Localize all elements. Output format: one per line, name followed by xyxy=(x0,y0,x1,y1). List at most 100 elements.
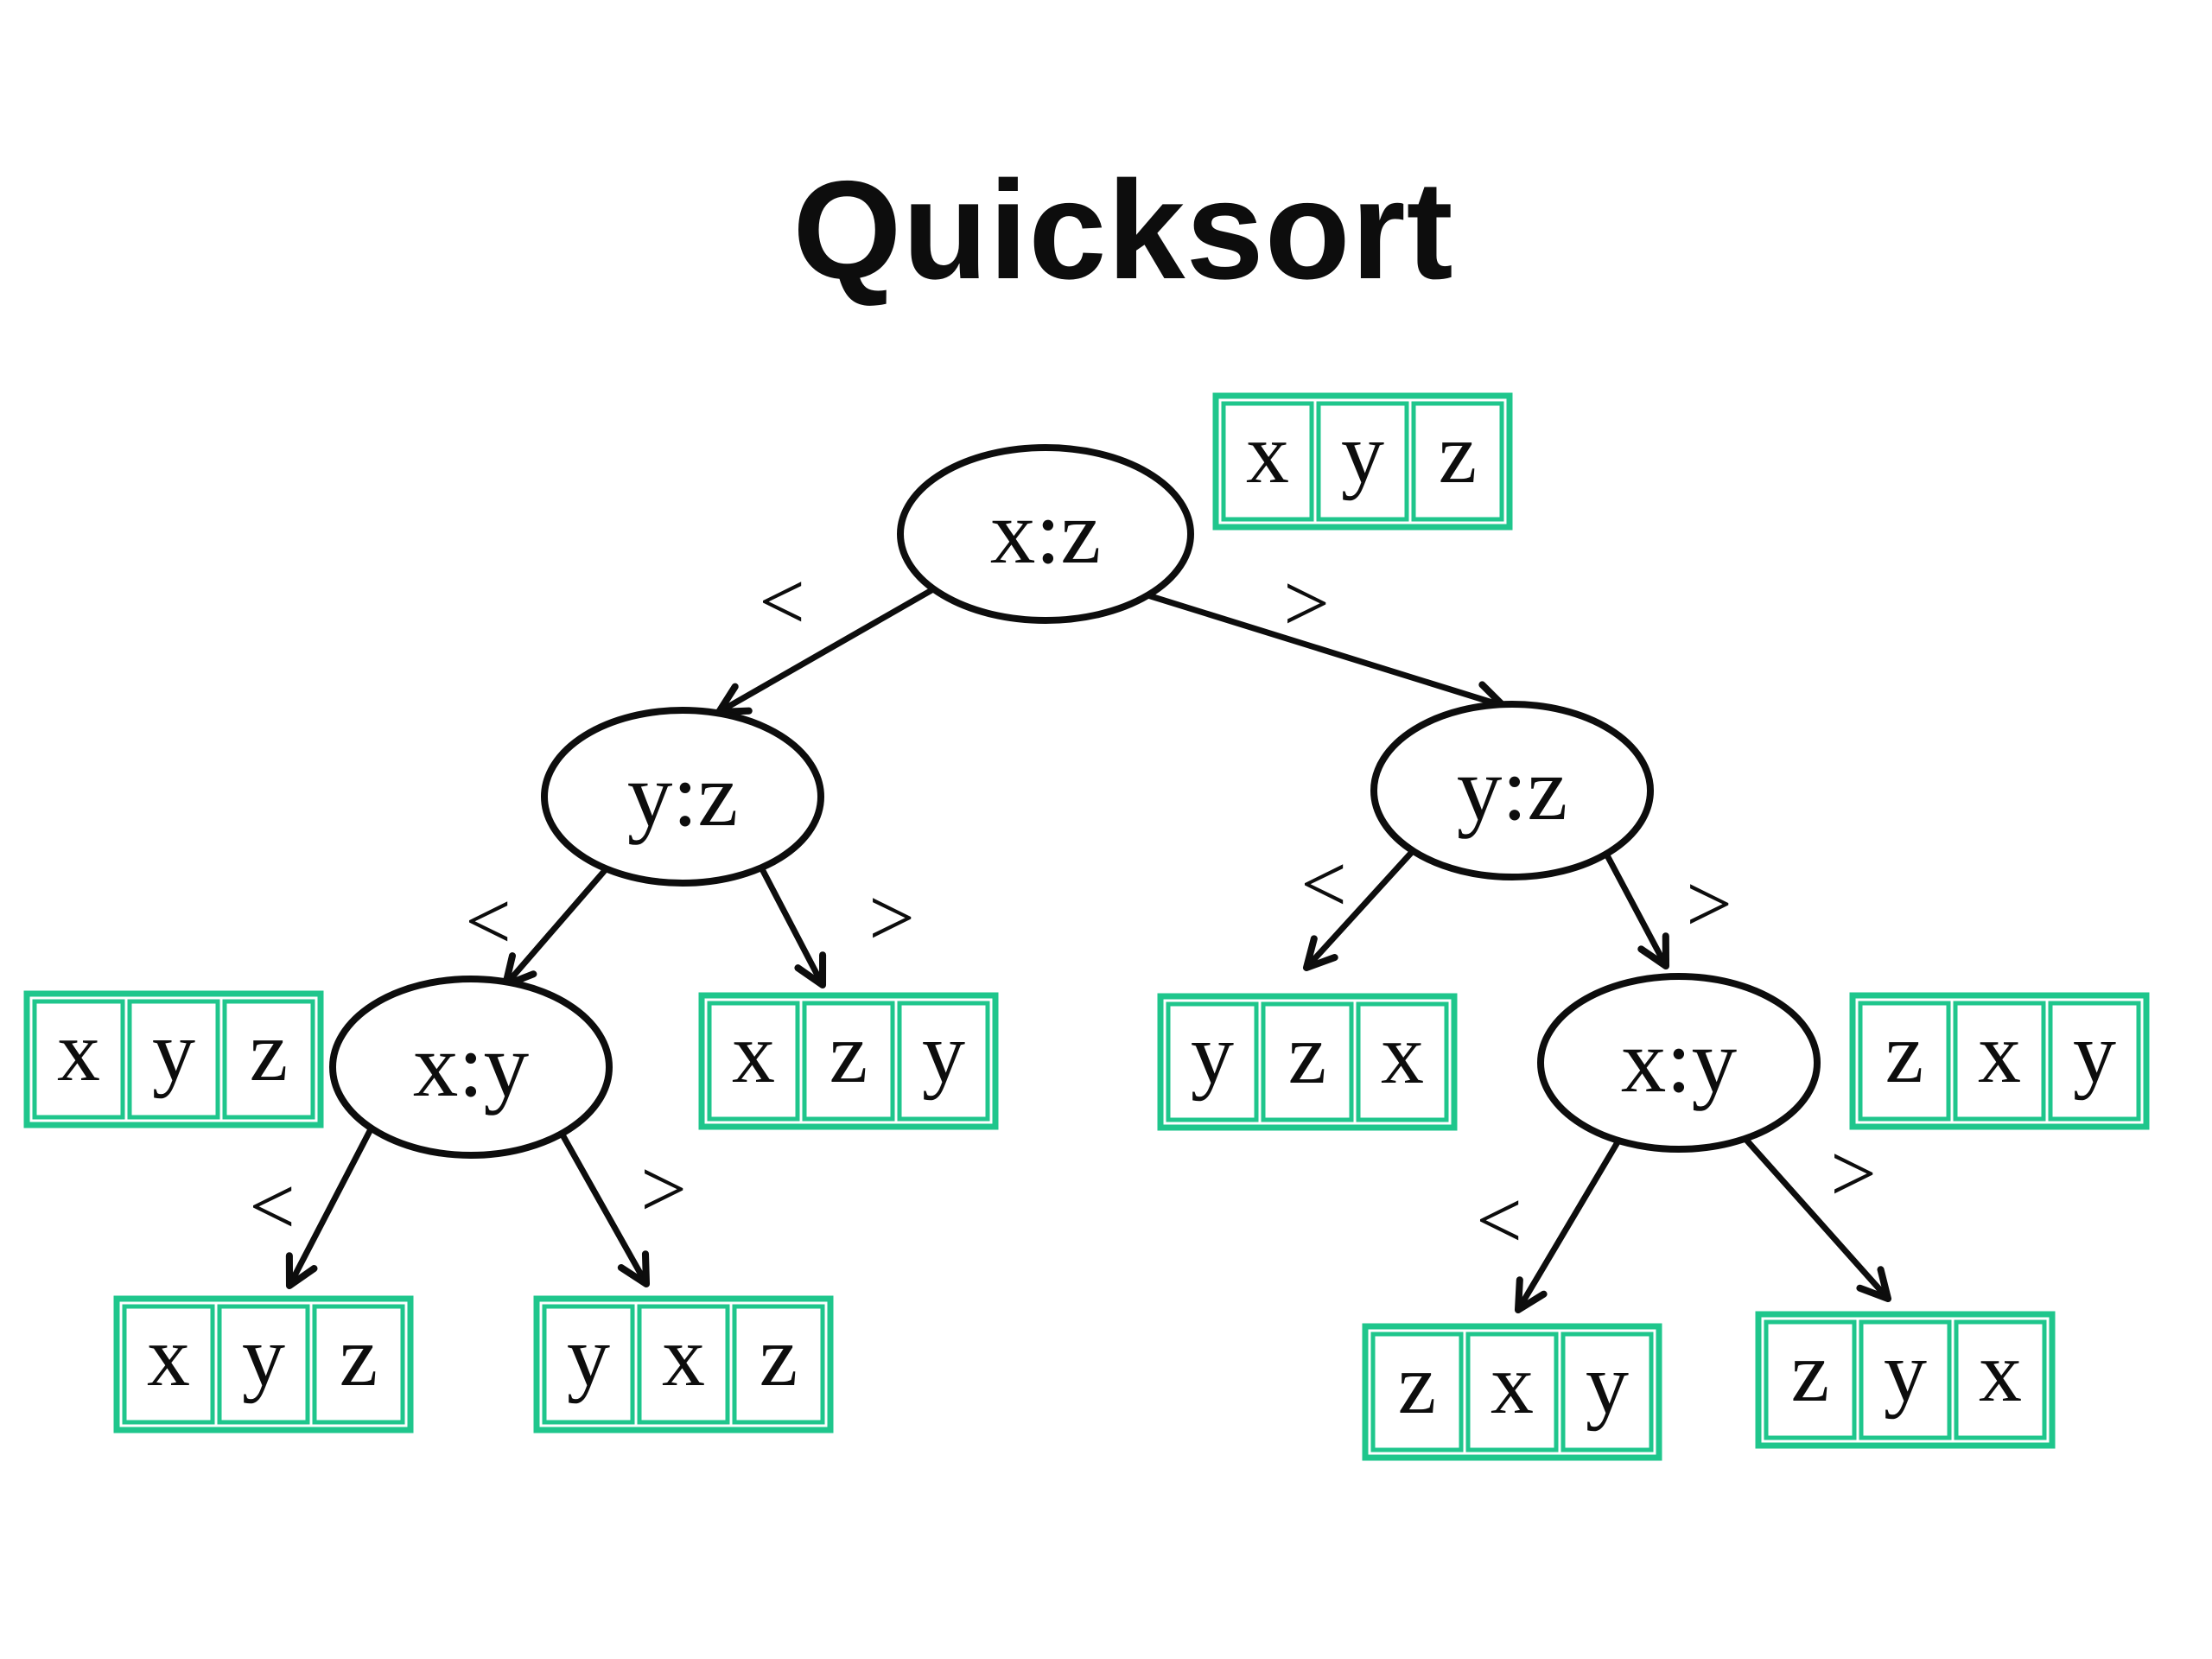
edge-label-less: < xyxy=(465,875,512,967)
cell-value: x xyxy=(1979,1324,2022,1420)
array-cell xyxy=(1261,1001,1354,1122)
array-box-leaf-zxy: z x y xyxy=(1362,1323,1662,1461)
array-box-leaf-yzx: y z x xyxy=(1157,993,1458,1131)
edge-rightyz-right-arrow xyxy=(1604,852,1670,970)
edge-rightyz-left-arrow xyxy=(1302,848,1416,972)
node-comparison-label: x:z xyxy=(990,481,1101,582)
edge-label-greater: > xyxy=(868,872,915,963)
array-cell xyxy=(897,1001,990,1122)
node-comparison-label: y:z xyxy=(627,744,738,845)
cell-value: x xyxy=(662,1308,705,1404)
edge-label-less: < xyxy=(249,1160,296,1252)
cell-value: z xyxy=(830,1005,868,1101)
cell-value: y xyxy=(242,1308,285,1404)
array-cell xyxy=(637,1304,730,1425)
cell-value: y xyxy=(1586,1336,1629,1432)
edge-rightxy-left-arrow xyxy=(1514,1139,1621,1314)
array-cell xyxy=(127,999,220,1120)
array-box-leaf-zyx: z y x xyxy=(1755,1311,2056,1449)
array-cell xyxy=(1560,1332,1654,1452)
cell-value: z xyxy=(1791,1324,1829,1420)
array-cell xyxy=(1166,1001,1259,1122)
node-ellipse xyxy=(1537,973,1821,1153)
cell-value: x xyxy=(732,1005,775,1101)
edge-label-greater: > xyxy=(1830,1128,1877,1219)
decision-node-right-yz: y:z xyxy=(1370,701,1654,880)
edge-leftxy-left-arrow xyxy=(285,1124,375,1290)
node-ellipse xyxy=(329,976,613,1159)
edge-leftyz-left-arrow xyxy=(501,865,610,989)
edge-root-left-arrow xyxy=(715,586,937,716)
cell-value: y xyxy=(1884,1324,1927,1420)
edge-label-less: < xyxy=(1300,838,1347,930)
cell-value: z xyxy=(1885,1005,1923,1101)
array-cell xyxy=(1356,1001,1449,1122)
cell-value: z xyxy=(1398,1336,1436,1432)
edge-label-less: < xyxy=(1476,1174,1522,1266)
array-cell xyxy=(1764,1319,1857,1440)
edge-leftxy-right-arrow xyxy=(556,1127,651,1288)
array-cell xyxy=(1859,1319,1952,1440)
edge-root-right-arrow xyxy=(1139,590,1508,715)
node-comparison-label: y:z xyxy=(1457,738,1567,839)
page-title: Quicksort xyxy=(792,152,1453,308)
cell-value: z xyxy=(1439,405,1477,501)
array-cell xyxy=(32,999,125,1120)
node-comparison-label: x:y xyxy=(413,1014,530,1116)
cell-value: x xyxy=(1491,1336,1534,1432)
array-cell xyxy=(222,999,315,1120)
array-cell xyxy=(2048,1001,2141,1122)
cell-value: x xyxy=(1381,1006,1424,1102)
cell-value: z xyxy=(1288,1006,1326,1102)
array-box-left-subarray: x y z xyxy=(23,990,324,1128)
array-cell xyxy=(1370,1332,1464,1452)
cell-value: y xyxy=(1341,405,1384,501)
cell-value: z xyxy=(340,1308,378,1404)
array-cell xyxy=(1411,401,1504,522)
cell-value: y xyxy=(922,1005,965,1101)
node-ellipse xyxy=(897,444,1194,624)
array-box-right-subarray: z x y xyxy=(1849,992,2150,1130)
cell-value: x xyxy=(57,1003,100,1099)
cell-value: y xyxy=(2073,1005,2116,1101)
array-box-leaf-yxz: y x z xyxy=(533,1295,834,1433)
array-cell xyxy=(802,1001,895,1122)
cell-value: y xyxy=(1191,1006,1234,1102)
array-box-leaf-xyz: x y z xyxy=(113,1295,414,1433)
decision-node-left-yz: y:z xyxy=(541,707,824,887)
edge-label-greater: > xyxy=(1283,557,1330,649)
cell-value: z xyxy=(760,1308,798,1404)
array-cell xyxy=(217,1304,310,1425)
decision-node-left-xy: x:y xyxy=(329,976,613,1159)
node-ellipse xyxy=(541,707,824,887)
cell-value: y xyxy=(567,1308,610,1404)
array-cell xyxy=(312,1304,405,1425)
decision-node-root: x:z xyxy=(897,444,1194,624)
cell-value: x xyxy=(1978,1005,2021,1101)
cell-value: z xyxy=(250,1003,288,1099)
edge-rightxy-right-arrow xyxy=(1742,1135,1892,1303)
edge-label-greater: > xyxy=(1686,858,1732,950)
array-box-input: x y z xyxy=(1212,392,1513,531)
array-cell xyxy=(1221,401,1314,522)
cell-value: y xyxy=(152,1003,195,1099)
array-cell xyxy=(1465,1332,1559,1452)
array-cell xyxy=(732,1304,825,1425)
edge-label-greater: > xyxy=(640,1143,687,1235)
node-comparison-label: x:y xyxy=(1621,1010,1738,1111)
array-cell xyxy=(1954,1319,2047,1440)
edge-label-less: < xyxy=(759,556,805,647)
node-ellipse xyxy=(1370,701,1654,880)
array-cell xyxy=(1858,1001,1951,1122)
cell-value: x xyxy=(1246,405,1289,501)
edge-leftyz-right-arrow xyxy=(757,862,827,989)
decision-node-right-xy: x:y xyxy=(1537,973,1821,1153)
cell-value: x xyxy=(147,1308,190,1404)
array-cell xyxy=(122,1304,215,1425)
array-cell xyxy=(1316,401,1409,522)
array-cell xyxy=(1953,1001,2046,1122)
array-cell xyxy=(542,1304,635,1425)
array-box-leaf-xzy: x z y xyxy=(698,992,999,1130)
